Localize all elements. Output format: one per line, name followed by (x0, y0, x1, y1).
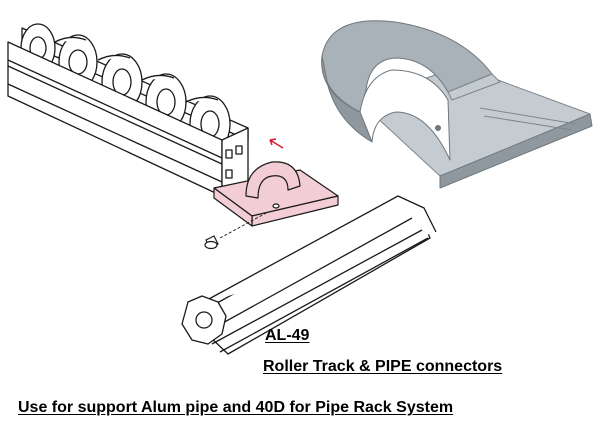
usage-description: Use for support Alum pipe and 40D for Pi… (18, 399, 454, 416)
pipe-end-icon (181, 295, 227, 345)
screw-guide-line (219, 211, 269, 239)
connector-pink-icon (213, 161, 339, 227)
set-screw-icon (204, 235, 219, 250)
pipe-icon (181, 195, 437, 355)
roller-track-icon (7, 23, 249, 197)
connector-gray-icon (321, 20, 593, 189)
product-title: Roller Track & PIPE connectors (263, 358, 503, 375)
direction-arrow-icon (269, 138, 284, 149)
model-number: AL-49 (265, 327, 310, 344)
